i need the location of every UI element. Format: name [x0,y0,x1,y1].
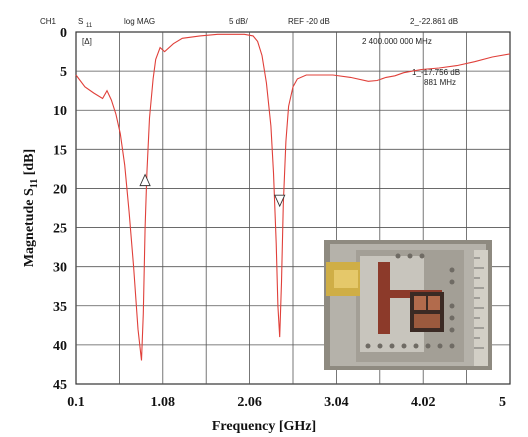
marker1-value-readout: 1_-17.756 dB [412,68,460,77]
y-tick-label: 45 [53,378,67,393]
x-tick-label: 2.06 [237,395,262,410]
antenna-photo [324,240,492,370]
y-tick-label: 0 [60,26,67,41]
x-axis-title: Frequency [GHz] [212,419,316,434]
reference-label: REF -20 dB [288,17,330,26]
markers [139,173,286,208]
y-tick-label: 5 [60,65,67,80]
scale-label: 5 dB/ [229,17,248,26]
y-tick-label: 10 [53,104,67,119]
marker-triangle [274,194,286,208]
y-axis-title: Magnetude S11 [dB] [22,149,40,267]
parameter-subscript: 11 [86,23,93,29]
x-tick-labels: 0.1 1.08 2.06 3.04 4.02 5 [67,395,506,410]
y-axis-title-unit: [dB] [22,149,37,179]
x-tick-label: 4.02 [411,395,436,410]
center-frequency-readout: 2 400.000 000 MHz [362,37,432,46]
y-tick-label: 35 [53,300,67,315]
x-tick-label: 5 [499,395,506,410]
y-axis-title-main: Magnetude S [22,188,37,267]
y-tick-labels: 0 5 10 15 20 25 30 35 40 45 [53,26,67,393]
y-tick-label: 30 [53,261,67,276]
x-tick-label: 1.08 [151,395,176,410]
marker-triangle [139,173,151,187]
parameter-label: S [78,17,83,26]
s11-trace-line [75,33,511,361]
delta-box-label: [Δ] [82,37,92,46]
y-tick-label: 25 [53,222,67,237]
format-label: log MAG [124,17,155,26]
y-tick-label: 20 [53,182,67,197]
channel-label: CH1 [40,17,57,26]
x-tick-label: 3.04 [324,395,349,410]
x-tick-label: 0.1 [67,395,85,410]
header-readouts: CH1 S 11 log MAG 5 dB/ REF -20 dB 2_-22.… [40,17,458,29]
y-tick-label: 40 [53,339,67,354]
y-tick-label: 15 [53,143,67,158]
marker1-frequency-readout: 881 MHz [424,78,456,87]
y-axis-title-subscript: 11 [29,179,40,188]
marker2-readout: 2_-22.861 dB [410,17,458,26]
